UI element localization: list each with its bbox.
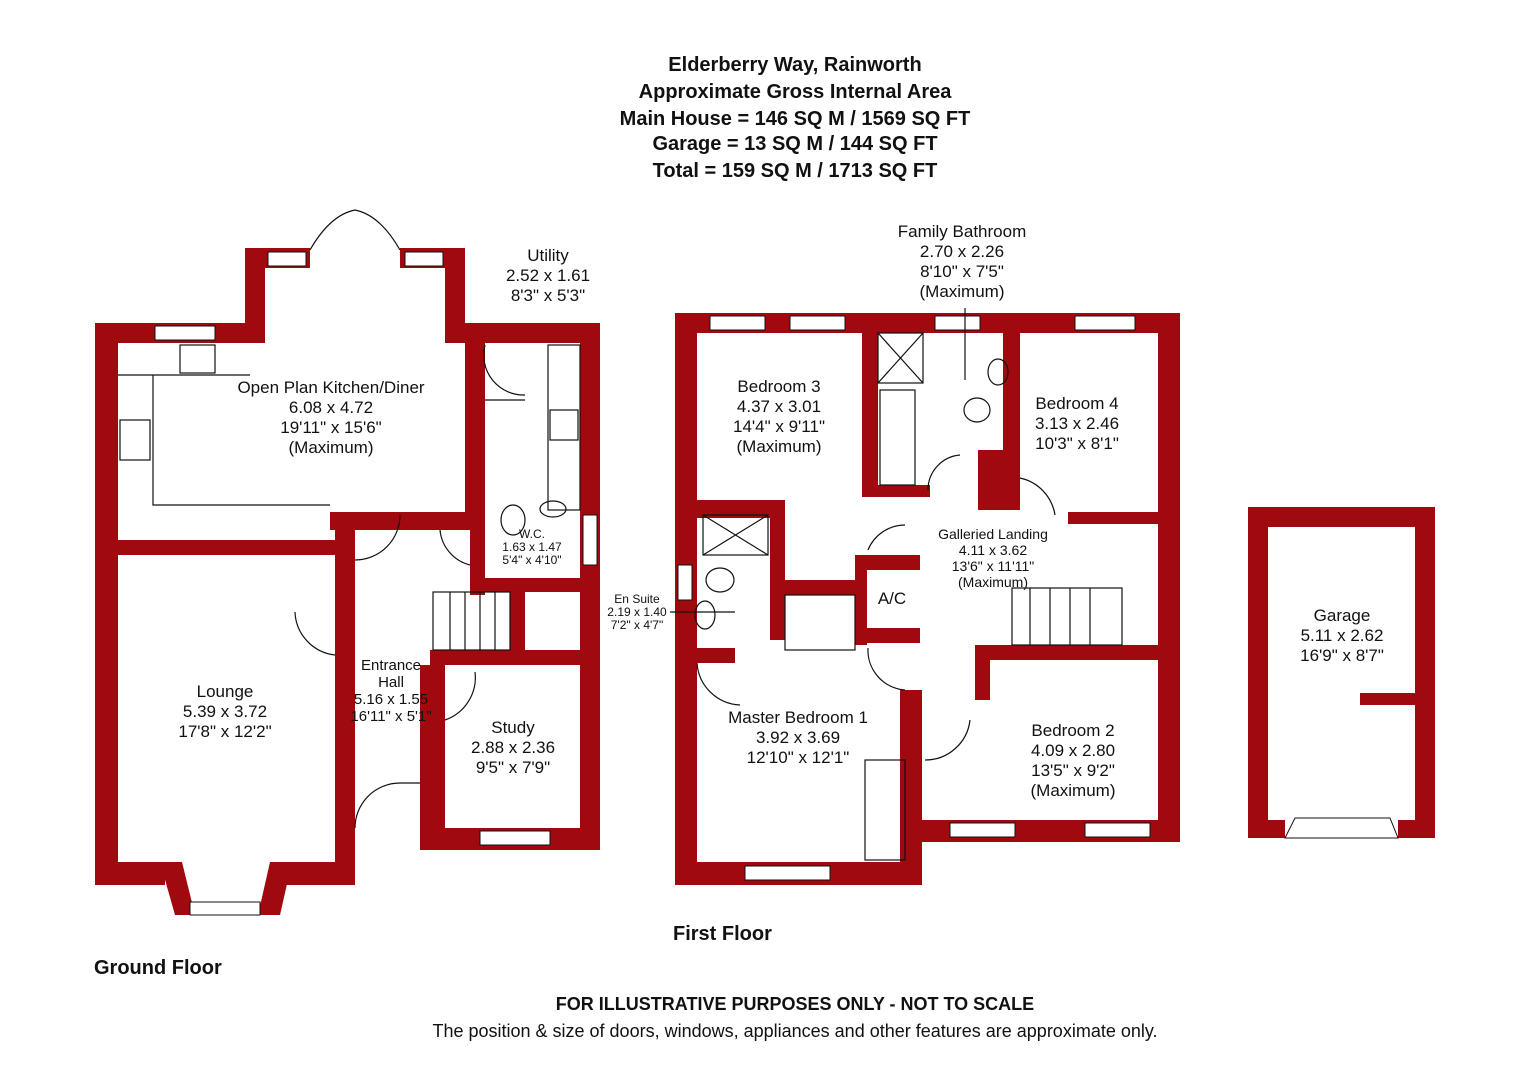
room-metric: 3.13 x 2.46 — [1034, 414, 1120, 433]
room-imperial: 13'6" x 11'11" — [951, 558, 1035, 574]
room-imperial: 7'2" x 4'7" — [610, 618, 664, 632]
first-floor-windows — [677, 315, 1151, 881]
room-note: (Maximum) — [919, 282, 1005, 301]
room-study: Study 2.88 x 2.36 9'5" x 7'9" — [471, 718, 555, 778]
main-house-area: Main House = 146 SQ M / 1569 SQ FT — [619, 108, 971, 130]
room-family-bathroom: Family Bathroom 2.70 x 2.26 8'10" x 7'5"… — [898, 222, 1026, 302]
garage-area: Garage = 13 SQ M / 144 SQ FT — [652, 133, 938, 155]
room-name: Family Bathroom — [897, 222, 1027, 241]
room-imperial: 10'3" x 8'1" — [1035, 434, 1119, 453]
room-metric: 2.52 x 1.61 — [505, 266, 591, 285]
room-imperial: 16'11" x 5'1" — [350, 708, 432, 725]
room-metric: 1.63 x 1.47 — [502, 540, 562, 554]
area-subtitle: Approximate Gross Internal Area — [638, 81, 952, 103]
room-name: En Suite — [614, 592, 660, 606]
room-note: (Maximum) — [1030, 781, 1116, 800]
room-name-line2: Hall — [378, 674, 404, 691]
room-imperial: 14'4" x 9'11" — [733, 417, 825, 436]
room-name: Galleried Landing — [938, 526, 1048, 542]
room-lounge: Lounge 5.39 x 3.72 17'8" x 12'2" — [178, 682, 271, 742]
first-floor-label: First Floor — [673, 923, 772, 945]
room-name: Bedroom 2 — [1031, 721, 1115, 740]
room-name: W.C. — [518, 527, 545, 541]
room-metric: 5.16 x 1.55 — [353, 691, 429, 708]
address-title: Elderberry Way, Rainworth — [668, 54, 922, 76]
ground-floor-fixtures — [118, 209, 581, 829]
room-imperial: 8'3" x 5'3" — [510, 286, 586, 305]
room-note: (Maximum) — [958, 574, 1028, 590]
room-name: Lounge — [196, 682, 254, 701]
ground-floor-windows — [154, 251, 598, 916]
garage-walls — [1248, 507, 1435, 839]
room-kitchen-diner: Open Plan Kitchen/Diner 6.08 x 4.72 19'1… — [237, 378, 424, 458]
room-metric: 5.11 x 2.62 — [1300, 626, 1384, 645]
room-metric: 6.08 x 4.72 — [288, 398, 374, 417]
room-entrance-hall: Entrance Hall 5.16 x 1.55 16'11" x 5'1" — [350, 657, 431, 725]
room-note: (Maximum) — [736, 437, 822, 456]
room-bedroom-4: Bedroom 4 3.13 x 2.46 10'3" x 8'1" — [1035, 394, 1119, 454]
room-master-bedroom: Master Bedroom 1 3.92 x 3.69 12'10" x 12… — [728, 708, 868, 768]
room-imperial: 5'4" x 4'10" — [502, 553, 562, 567]
room-name: Entrance — [360, 657, 422, 674]
room-imperial: 19'11" x 15'6" — [280, 418, 382, 437]
room-name: Utility — [527, 246, 569, 265]
room-note: (Maximum) — [288, 438, 374, 457]
room-metric: 4.09 x 2.80 — [1030, 741, 1116, 760]
room-name: Master Bedroom 1 — [728, 708, 868, 727]
room-en-suite: En Suite 2.19 x 1.40 7'2" x 4'7" — [607, 592, 667, 632]
room-name: Open Plan Kitchen/Diner — [237, 378, 425, 397]
room-name: Garage — [1313, 606, 1371, 625]
room-name: Bedroom 3 — [737, 377, 821, 396]
room-metric: 5.39 x 3.72 — [182, 702, 268, 721]
room-name: Study — [491, 718, 535, 737]
room-metric: 3.92 x 3.69 — [755, 728, 841, 747]
room-galleried-landing: Galleried Landing 4.11 x 3.62 13'6" x 11… — [938, 526, 1048, 590]
room-imperial: 8'10" x 7'5" — [920, 262, 1004, 281]
total-area: Total = 159 SQ M / 1713 SQ FT — [652, 160, 938, 182]
room-bedroom-3: Bedroom 3 4.37 x 3.01 14'4" x 9'11" (Max… — [733, 377, 825, 457]
room-metric: 2.88 x 2.36 — [470, 738, 556, 757]
room-metric: 2.19 x 1.40 — [607, 605, 667, 619]
room-bedroom-2: Bedroom 2 4.09 x 2.80 13'5" x 9'2" (Maxi… — [1031, 721, 1116, 801]
ground-floor-walls — [95, 248, 600, 915]
room-metric: 4.37 x 3.01 — [736, 397, 822, 416]
room-imperial: 16'9" x 8'7" — [1300, 646, 1384, 665]
room-metric: 2.70 x 2.26 — [919, 242, 1005, 261]
room-imperial: 12'10" x 12'1" — [746, 748, 850, 767]
disclaimer: FOR ILLUSTRATIVE PURPOSES ONLY - NOT TO … — [555, 994, 1035, 1014]
room-garage: Garage 5.11 x 2.62 16'9" x 8'7" — [1300, 606, 1384, 666]
room-ac-cupboard: A/C — [877, 589, 907, 608]
room-imperial: 9'5" x 7'9" — [475, 758, 551, 777]
room-wc: W.C. 1.63 x 1.47 5'4" x 4'10" — [502, 528, 561, 567]
room-utility: Utility 2.52 x 1.61 8'3" x 5'3" — [506, 246, 590, 306]
room-name: Bedroom 4 — [1035, 394, 1119, 413]
room-imperial: 13'5" x 9'2" — [1031, 761, 1115, 780]
room-metric: 4.11 x 3.62 — [958, 542, 1028, 558]
footer-note: The position & size of doors, windows, a… — [432, 1021, 1158, 1041]
room-imperial: 17'8" x 12'2" — [178, 722, 272, 741]
ground-floor-label: Ground Floor — [94, 957, 222, 979]
first-floor-fixtures — [670, 308, 1123, 861]
